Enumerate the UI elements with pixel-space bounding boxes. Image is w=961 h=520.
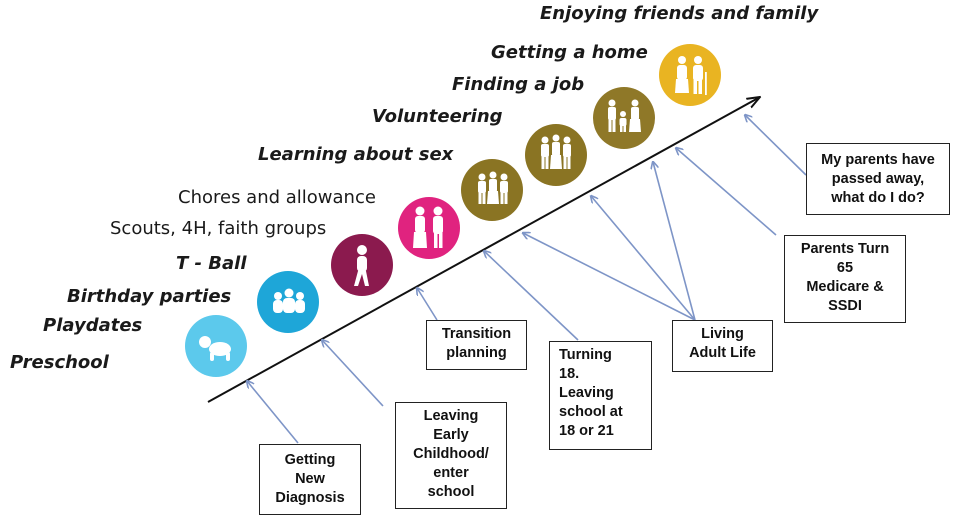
milestone-leaving-early-childhood: Leaving Early Childhood/ enter school: [395, 402, 507, 509]
milestone-line: Childhood/: [413, 446, 489, 462]
arrow-leaving-early-childhood: [322, 340, 384, 407]
children-group-icon: [273, 288, 305, 313]
milestone-living-adult-life: Living Adult Life: [672, 320, 773, 372]
milestone-line: Leaving: [559, 385, 614, 401]
arrow-living-adult-life-1: [523, 233, 696, 321]
stage-teens: [398, 197, 460, 259]
milestone-line: passed away,: [831, 171, 925, 187]
stage-baby: [185, 315, 247, 377]
milestone-line: SSDI: [828, 298, 862, 314]
arrow-turning-18: [484, 251, 579, 341]
arrow-new-diagnosis: [247, 381, 299, 444]
arrow-living-adult-life-2: [591, 196, 696, 321]
milestone-line: Living: [701, 326, 744, 342]
adults-group-icon: [541, 134, 571, 169]
milestone-getting-new-diagnosis: Getting New Diagnosis: [259, 444, 361, 515]
milestone-turning-18: Turning 18. Leaving school at 18 or 21: [549, 341, 652, 450]
arrow-living-adult-life-3: [653, 162, 696, 321]
stage-young-adults: [461, 159, 523, 221]
milestone-line: Getting: [284, 452, 336, 468]
milestone-line: Leaving: [423, 408, 479, 424]
arrow-parents-passed-away: [745, 115, 807, 176]
milestone-transition-planning: Transition planning: [426, 320, 527, 370]
milestone-line: New: [295, 471, 325, 487]
milestone-line: My parents have: [821, 152, 935, 168]
stage-child: [331, 234, 393, 296]
milestone-line: Medicare &: [806, 279, 884, 295]
activity-chores-allowance: Chores and allowance: [178, 187, 376, 208]
milestone-parents-turn-65: Parents Turn 65 Medicare & SSDI: [784, 235, 906, 323]
milestone-line: 18 or 21: [559, 423, 614, 439]
milestone-line: enter: [433, 465, 469, 481]
milestone-line: Early: [433, 427, 469, 443]
milestone-line: Transition: [441, 326, 512, 342]
activity-volunteering: Volunteering: [372, 106, 503, 127]
activity-tball: T - Ball: [176, 253, 247, 274]
milestone-line: Adult Life: [689, 345, 756, 361]
stage-adults: [525, 124, 587, 186]
activity-preschool: Preschool: [10, 352, 109, 373]
activity-playdates: Playdates: [43, 315, 143, 336]
stage-children: [257, 271, 319, 333]
stage-family: [593, 87, 655, 149]
milestone-line: 18.: [559, 366, 580, 382]
milestone-line: school at: [559, 404, 623, 420]
activity-finding-job: Finding a job: [452, 74, 585, 95]
young-adults-icon: [478, 171, 508, 204]
activity-enjoying-friends: Enjoying friends and family: [540, 3, 819, 24]
teens-icon: [413, 206, 443, 248]
milestone-line: Parents Turn: [800, 241, 890, 257]
family-icon: [608, 99, 641, 132]
milestone-parents-passed-away: My parents have passed away, what do I d…: [806, 143, 950, 215]
stage-elderly: [659, 44, 721, 106]
milestone-line: Diagnosis: [275, 490, 345, 506]
milestone-line: Turning: [559, 347, 612, 363]
baby-icon: [199, 336, 231, 361]
activity-scouts: Scouts, 4H, faith groups: [110, 218, 327, 239]
elderly-couple-icon: [675, 56, 707, 95]
milestone-line: what do I do?: [831, 190, 925, 206]
activity-learning-about-sex: Learning about sex: [258, 144, 454, 165]
activity-getting-home: Getting a home: [491, 42, 648, 63]
activity-birthday-parties: Birthday parties: [67, 286, 232, 307]
arrow-parents-turn-65: [676, 148, 777, 236]
milestone-arrows: [247, 115, 807, 444]
milestone-line: planning: [446, 345, 507, 361]
child-icon: [354, 245, 369, 286]
milestone-line: school: [427, 484, 475, 500]
arrow-transition-planning: [417, 288, 438, 321]
milestone-line: 65: [836, 260, 854, 276]
